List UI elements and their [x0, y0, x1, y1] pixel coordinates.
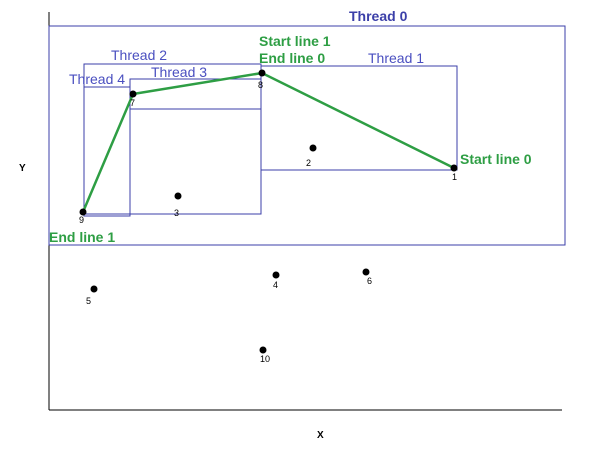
point-label-7: 7	[130, 98, 135, 108]
point-5	[90, 285, 98, 293]
point-4	[272, 271, 280, 279]
x-axis-label: X	[317, 430, 324, 441]
point-label-9: 9	[79, 215, 84, 225]
point-9	[79, 208, 87, 216]
point-2	[309, 144, 317, 152]
start-line-0-annotation: Start line 0	[460, 151, 532, 167]
point-10	[259, 346, 267, 354]
point-label-6: 6	[367, 276, 372, 286]
point-label-2: 2	[306, 158, 311, 168]
thread-1-label: Thread 1	[368, 50, 424, 66]
point-label-5: 5	[86, 296, 91, 306]
point-label-1: 1	[452, 172, 457, 182]
start-line-1-annotation: Start line 1	[259, 33, 331, 49]
thread-0-box	[48, 25, 566, 246]
point-3	[174, 192, 182, 200]
point-label-3: 3	[174, 208, 179, 218]
thread-0-label: Thread 0	[349, 8, 408, 24]
point-8	[258, 69, 266, 77]
thread-4-box	[83, 86, 131, 217]
thread-2-label: Thread 2	[111, 47, 167, 63]
traversal-path	[81, 71, 455, 213]
thread-4-label: Thread 4	[69, 71, 125, 87]
end-line-1-annotation: End line 1	[49, 229, 115, 245]
point-label-8: 8	[258, 80, 263, 90]
point-1	[450, 164, 458, 172]
point-7	[129, 90, 137, 98]
thread-3-label: Thread 3	[151, 64, 207, 80]
point-label-10: 10	[260, 354, 270, 364]
end-line-0-annotation: End line 0	[259, 50, 325, 66]
point-label-4: 4	[273, 280, 278, 290]
y-axis-label: Y	[19, 163, 26, 174]
point-6	[362, 268, 370, 276]
